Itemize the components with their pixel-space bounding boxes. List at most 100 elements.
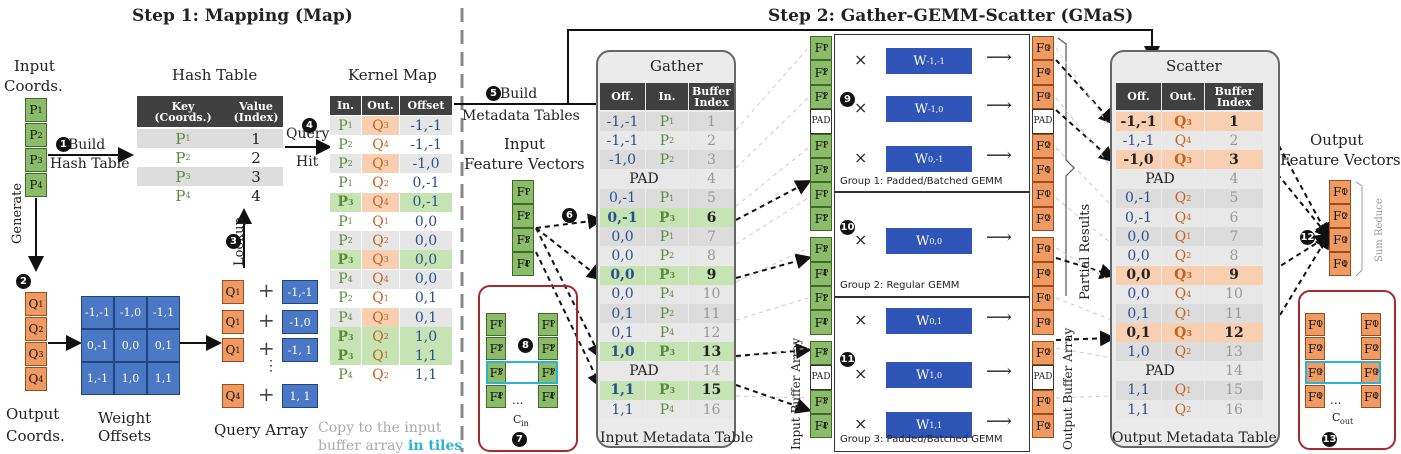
build-hash-label-2: Hash Table: [50, 156, 130, 172]
faint-connector: [735, 197, 809, 245]
gather-header: In.: [646, 83, 688, 110]
gather-buffer-index: 13: [689, 342, 734, 362]
output-tile-box: [1298, 290, 1396, 450]
scatter-offset: 0,0: [1116, 227, 1161, 247]
kernel-map-header: In.: [330, 96, 361, 115]
gemm-arrow: ⟶: [986, 95, 1012, 116]
gather-buffer-index: 15: [689, 380, 734, 400]
tile-highlight: [486, 361, 558, 384]
weight-offset-cell: 1,0: [114, 362, 147, 395]
gemm-group-frame: [834, 192, 1030, 297]
kernel-map-offset: 1,1: [400, 346, 452, 366]
kernel-map-offset: 0,-1: [400, 192, 452, 212]
hash-row-value: 2: [229, 148, 283, 167]
out-tile-ellipsis: ...: [1330, 393, 1342, 407]
kernel-map-offset: 0,1: [400, 308, 452, 327]
weight-offset-cell: -1,0: [114, 296, 147, 329]
output-fv-label-1: Output: [1310, 131, 1364, 149]
scatter-offset: -1,-1: [1116, 112, 1161, 131]
step-number-badge: 1: [56, 137, 71, 152]
scatter-header: Out.: [1162, 83, 1204, 110]
input-buffer-pad: PAD: [810, 109, 832, 134]
gather-to-buffer-connector: [735, 180, 812, 221]
gather-offset: 0,-1: [600, 208, 645, 227]
input-coords-label-2: Coords.: [4, 77, 63, 95]
scatter-offset: 1,0: [1116, 342, 1161, 362]
partial-results-brace: [1057, 37, 1075, 296]
group-3-label: Group 3: Padded/Batched GEMM: [840, 434, 1003, 445]
scatter-buffer-index: 9: [1205, 265, 1263, 285]
partial-results-label: Partial Results: [1078, 203, 1093, 300]
out-tile-cout-sub: out: [1340, 417, 1354, 426]
times-sign: ×: [854, 98, 868, 117]
hash-table-title: Hash Table: [172, 66, 258, 84]
faint-connector: [735, 247, 809, 283]
output-buffer-pad: PAD: [1032, 109, 1054, 134]
step-number-badge: 7: [512, 432, 527, 447]
scatter-offset: 1,1: [1116, 400, 1161, 419]
gather-buffer-index: 7: [689, 227, 734, 247]
kernel-map-offset: 1,1: [400, 365, 452, 385]
gather-buffer-index: 8: [689, 246, 734, 266]
query-hit-label-1: Query: [286, 126, 330, 142]
scatter-offset: 1,1: [1116, 380, 1161, 400]
weight-offsets-label-1: Weight: [98, 409, 152, 427]
step-number-badge: 10: [840, 220, 855, 235]
scatter-buffer-index: 12: [1205, 323, 1263, 343]
gather-offset: 1,1: [600, 380, 645, 400]
gather-header: Off.: [600, 83, 645, 110]
gather-buffer-index: 14: [689, 361, 734, 381]
gather-offset: 1,0: [600, 342, 645, 362]
plus-sign: +: [258, 308, 275, 332]
output-buffer-pad: PAD: [1032, 365, 1054, 390]
gather-buffer-index: 9: [689, 265, 734, 285]
gemm-arrow: ⟶: [986, 307, 1012, 328]
query-offset: -1,-1: [282, 280, 318, 304]
gather-connector: [535, 227, 604, 281]
faint-connector: [735, 97, 809, 169]
hash-row-value: 3: [229, 167, 283, 186]
times-sign: ×: [854, 230, 868, 249]
